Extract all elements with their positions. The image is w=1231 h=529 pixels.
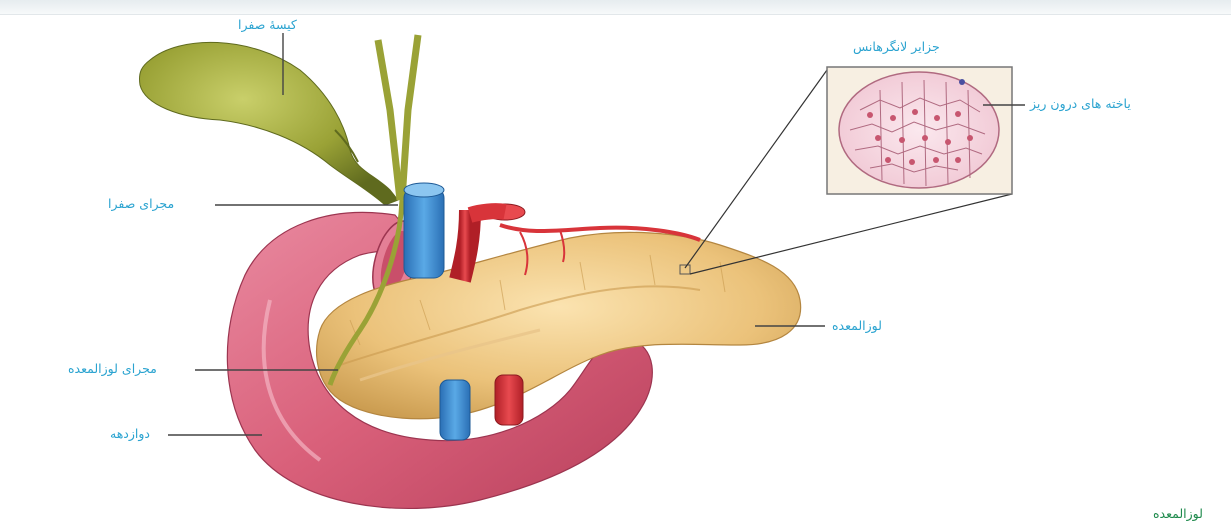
- label-islets: جزایر لانگرهانس: [853, 39, 940, 55]
- figure-caption: لوزالمعده: [1153, 506, 1203, 522]
- label-pancreas: لوزالمعده: [832, 318, 882, 334]
- label-endocrine-cells: یاخته های درون ریز: [1030, 96, 1131, 112]
- islet-zoom-box: [685, 67, 1012, 274]
- label-bile-duct: مجرای صفرا: [108, 196, 174, 212]
- label-gallbladder: کیسهٔ صفرا: [238, 17, 297, 33]
- hepatic-ducts: [378, 35, 418, 200]
- label-pancreatic-duct: مجرای لوزالمعده: [68, 361, 157, 377]
- gallbladder-shape: [139, 42, 398, 205]
- label-duodenum: دوازدهه: [110, 426, 150, 442]
